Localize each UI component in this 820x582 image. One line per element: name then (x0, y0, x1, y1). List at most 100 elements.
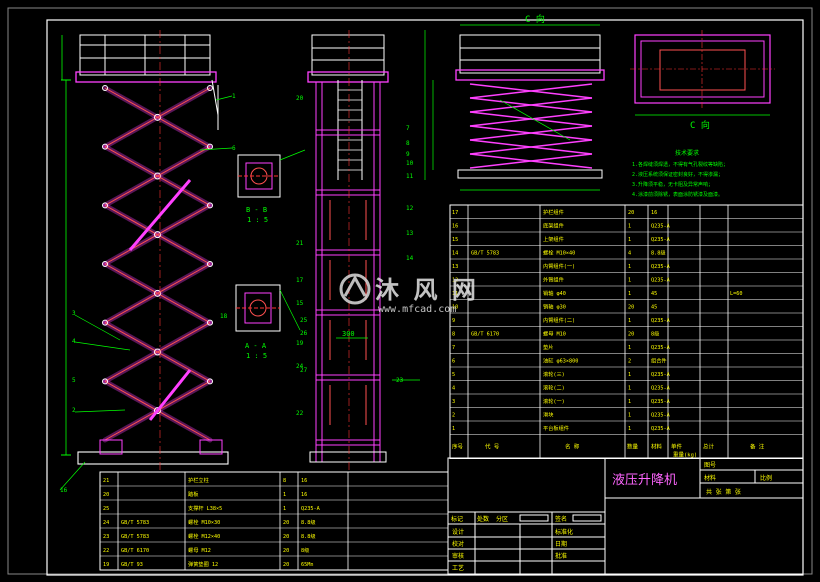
bom-header: 单件 (671, 443, 683, 451)
bom-cell: 8.8级 (651, 249, 666, 257)
tb-check: 校对 (452, 540, 464, 548)
bom-cell: Q235-A (651, 372, 671, 378)
bom-cell: Q235-A (651, 237, 671, 243)
front-view (59, 30, 233, 491)
bom-cell: 2 (452, 413, 455, 419)
bom-header: 重量(kg) (673, 451, 697, 459)
bom-cell: GB/T 5783 (121, 520, 149, 526)
callout-number: 5 (72, 377, 76, 384)
callout-number: 4 (72, 338, 76, 345)
tb-mark: 标记 (451, 515, 463, 523)
bom-cell: 3 (452, 399, 455, 405)
bom-cell: 组合件 (651, 357, 667, 365)
bom-cell: 1 (628, 372, 631, 378)
callout-number: 25 (300, 317, 308, 324)
bom-cell: 销轴 φ30 (543, 303, 566, 311)
callout-number: 24 (296, 363, 304, 370)
bom-cell: 1 (283, 506, 286, 512)
callout-number: 20 (296, 95, 304, 102)
bom-cell: GB/T 6170 (471, 332, 499, 338)
bom-header: 总计 (703, 443, 715, 451)
callout-number: 13 (406, 230, 414, 237)
callout-number: 7 (406, 125, 410, 132)
callout-number: 6 (232, 145, 236, 152)
bom-cell: Q235-A (651, 224, 671, 230)
bom-cell: Q235-A (651, 264, 671, 270)
technical-notes: 技术要求 1.各焊缝须焊透，不得有气孔裂纹等缺陷； 2.液压系统须保证密封良好，… (632, 149, 728, 198)
tb-date: 日期 (555, 540, 567, 548)
bom-cell: 8级 (651, 330, 659, 338)
bom-cell: 1 (628, 318, 631, 324)
tb-design: 设计 (452, 528, 464, 536)
callout-number: 15 (296, 300, 304, 307)
callout-number: 12 (406, 205, 414, 212)
bom-cell: GB/T 5783 (121, 534, 149, 540)
notes-heading: 技术要求 (675, 149, 699, 157)
bom-header: 材料 (651, 443, 663, 451)
watermark: 沐 风 网 www.mfcad.com (339, 273, 476, 315)
bom-cell: 弹簧垫圈 12 (188, 560, 218, 568)
bom-cell: 20 (103, 492, 109, 498)
bom-header: 代 号 (485, 443, 500, 451)
callout-number: 19 (296, 340, 304, 347)
tb-approve: 批准 (555, 552, 567, 560)
outer-border (7, 7, 813, 575)
tb-sheet: 共 张 第 张 (706, 488, 741, 496)
bom-cell: Q235-A (651, 318, 671, 324)
bom-cell: 滚轮(三) (543, 370, 565, 378)
bom-header: 序号 (452, 443, 464, 451)
bom-cell: Q235-A (651, 345, 671, 351)
section-a-scale: 1 : 5 (246, 352, 267, 360)
bom-cell: 销轴 φ40 (543, 289, 566, 297)
bom-cell: 10 (452, 305, 458, 311)
tb-material: 材料 (704, 474, 716, 482)
callout-number: 27 (300, 367, 308, 374)
note-line: 4.涂漆前须除锈，表面涂防锈漆及面漆。 (632, 191, 723, 198)
bom-cell: 滑块 (543, 411, 554, 419)
bom-cell: 1 (628, 237, 631, 243)
bom-cell: 8 (283, 478, 286, 484)
bom-cell: 1 (452, 426, 455, 432)
bom-cell: L=60 (730, 291, 743, 297)
watermark-brand: 沐 风 网 (375, 276, 476, 304)
callout-number: 18 (220, 313, 228, 320)
c-view-label: C 向 (525, 13, 545, 25)
bom-cell: GB/T 93 (121, 562, 143, 568)
note-line: 3.升降须平稳，无卡阻及异常声响； (632, 181, 713, 188)
bom-header: 数量 (627, 443, 639, 451)
bom-cell: 1 (628, 426, 631, 432)
callout-number: 14 (406, 255, 414, 262)
bom-cell: 上架组件 (543, 235, 564, 243)
callout-number: 23 (396, 377, 404, 384)
side-view (307, 30, 420, 470)
bom-cell: 踏板 (188, 490, 199, 498)
bom-cell: Q235-A (301, 506, 321, 512)
bom-cell: 13 (452, 264, 458, 270)
bom-cell: 滚轮(一) (543, 397, 565, 405)
bom-cell: 4 (628, 251, 631, 257)
tb-scale: 比例 (760, 474, 772, 482)
callout-number: 8 (406, 140, 410, 147)
bom-cell: 16 (301, 478, 307, 484)
tb-count: 处数 (477, 515, 489, 523)
bom-cell: 11 (452, 291, 458, 297)
bom-cell: 螺栓 M12×40 (188, 532, 220, 540)
bom-cell: 垫片 (543, 343, 553, 351)
bom-cell: 14 (452, 251, 458, 257)
bom-cell: 护栏立柱 (188, 476, 209, 484)
bom-cell: GB/T 6170 (121, 548, 149, 554)
callout-number: 10 (406, 160, 414, 167)
bom-cell: 16 (452, 224, 458, 230)
bom-cell: 5 (452, 372, 455, 378)
tb-figno: 图号 (704, 462, 716, 469)
tb-sign: 签名 (555, 515, 567, 523)
callout-numbers: 1234567891011121314151617181920212223242… (60, 93, 414, 494)
bom-cell: Q235-A (651, 413, 671, 419)
callout-number: 1 (232, 93, 236, 100)
bom-cell: 20 (283, 548, 289, 554)
bom-cell: 1 (628, 224, 631, 230)
bom-cell: 45 (651, 305, 657, 311)
callout-number: 3 (72, 310, 76, 317)
